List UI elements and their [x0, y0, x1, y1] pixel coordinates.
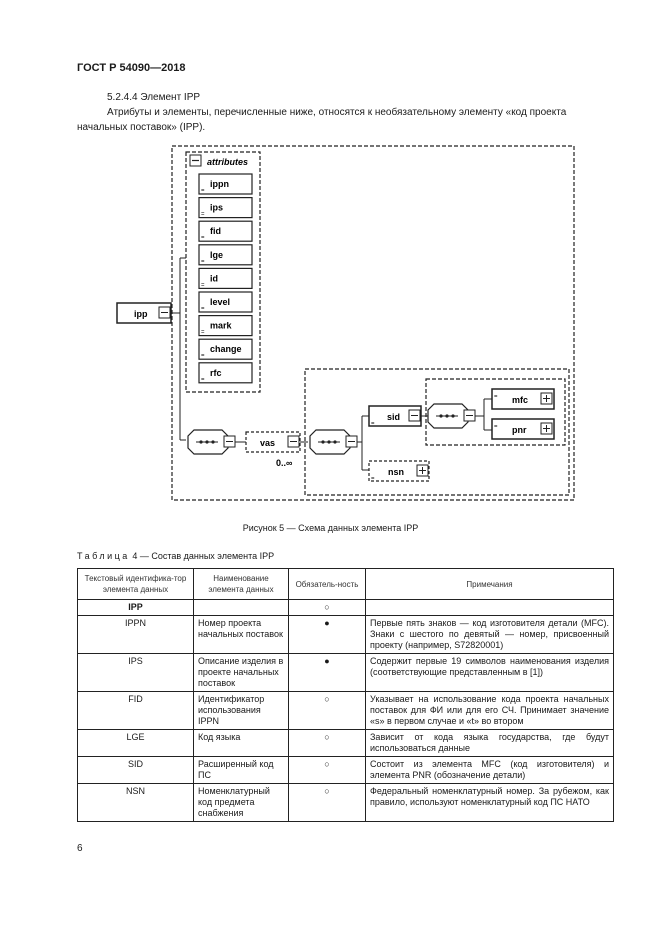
pnr-node — [491, 418, 555, 440]
cell-required: ● — [288, 615, 366, 654]
cell-name: Номенклатурный код предмета снабжения — [193, 783, 289, 822]
cell-id: IPS — [77, 653, 194, 692]
cell-note: Федеральный номенклатурный номер. За руб… — [365, 783, 614, 822]
cell-note: Первые пять знаков — код изготовителя де… — [365, 615, 614, 654]
attribute-label: level — [210, 297, 230, 307]
mfc-node — [491, 388, 555, 410]
section-title: 5.2.4.4 Элемент IPP — [107, 92, 201, 103]
cell-required: ● — [288, 653, 366, 692]
cell-required: ○ — [288, 691, 366, 730]
table-header-row: Текстовый идентифика-тор элемента данных… — [77, 568, 614, 600]
attribute-marker: = — [201, 259, 205, 265]
cell-name: Идентификатор использования IPPN — [193, 691, 289, 730]
cell-name — [193, 599, 289, 616]
diagram-frame — [171, 145, 575, 501]
cell-note: Указывает на использование кода проекта … — [365, 691, 614, 730]
nsn-node — [368, 460, 430, 482]
attribute-label: lge — [210, 250, 223, 260]
attribute-box — [198, 173, 253, 195]
attributes-label: attributes — [207, 157, 248, 167]
attribute-box — [198, 338, 253, 360]
cell-note — [365, 599, 614, 616]
figure-caption: Рисунок 5 — Схема данных элемента IPP — [242, 523, 419, 533]
attribute-marker: = — [201, 235, 205, 241]
header-notes: Примечания — [365, 568, 614, 600]
cell-name: Описание изделия в проекте начальных пос… — [193, 653, 289, 692]
attribute-list: = ippn = ips = fid = lge = id = level = mark = change = r… — [198, 173, 253, 384]
data-table: Текстовый идентифика-тор элемента данных… — [77, 568, 614, 822]
attribute-marker: = — [201, 306, 205, 312]
attribute-marker: = — [201, 212, 205, 218]
header-id: Текстовый идентифика-тор элемента данных — [77, 568, 194, 600]
svg-text:=: = — [494, 424, 498, 430]
attribute-marker: = — [201, 188, 205, 194]
attribute-marker: = — [201, 330, 205, 336]
cell-required: ○ — [288, 729, 366, 757]
svg-text:=: = — [371, 476, 375, 482]
attribute-label: rfc — [210, 368, 222, 378]
vas-content-frame — [304, 368, 570, 496]
header-name: Наименование элемента данных — [193, 568, 289, 600]
page-number: 6 — [77, 843, 83, 854]
attribute-label: id — [210, 273, 218, 283]
cell-name: Номер проекта начальных поставок — [193, 615, 289, 654]
attribute-box — [198, 362, 253, 384]
attribute-box — [198, 315, 253, 337]
cell-id: IPPN — [77, 615, 194, 654]
cell-id: LGE — [77, 729, 194, 757]
table-row: IPP ○ — [77, 599, 614, 616]
nsn-label: nsn — [388, 467, 404, 477]
cell-id: FID — [77, 691, 194, 730]
svg-text:=: = — [371, 421, 375, 427]
cell-required: ○ — [288, 599, 366, 616]
cell-id: IPP — [77, 599, 194, 616]
vas-node — [245, 431, 301, 453]
pnr-label: pnr — [512, 425, 527, 435]
schema-diagram: attributes = ippn = ips = fid = lge = id = level = ma… — [116, 145, 575, 501]
attribute-label: fid — [210, 226, 221, 236]
cell-name: Расширенный код ПС — [193, 756, 289, 784]
cell-note: Зависит от кода языка государства, где б… — [365, 729, 614, 757]
svg-text:=: = — [494, 394, 498, 400]
cell-name: Код языка — [193, 729, 289, 757]
attribute-marker: = — [201, 282, 205, 288]
attribute-label: ippn — [210, 179, 229, 189]
table-caption-text: 4 — Состав данных элемента IPP — [132, 551, 275, 561]
attribute-box — [198, 267, 253, 289]
attribute-marker: = — [201, 353, 205, 359]
attribute-box — [198, 220, 253, 242]
attribute-label: change — [210, 344, 242, 354]
attribute-box — [198, 197, 253, 219]
section-paragraph: Атрибуты и элементы, перечисленные ниже,… — [77, 107, 567, 133]
document-header: ГОСТ Р 54090—2018 — [77, 62, 186, 74]
ipp-label: ipp — [134, 309, 148, 319]
attribute-marker: = — [201, 377, 205, 383]
header-required: Обязатель-ность — [288, 568, 366, 600]
table-caption: Таблица 4 — Состав данных элемента IPP — [77, 551, 274, 561]
vas-label: vas — [260, 438, 275, 448]
attributes-group-frame — [185, 151, 261, 393]
attribute-box — [198, 244, 253, 266]
cell-required: ○ — [288, 756, 366, 784]
attribute-label: ips — [210, 203, 223, 213]
sid-label: sid — [387, 412, 400, 422]
cell-note: Состоит из элемента MFC (код изготовител… — [365, 756, 614, 784]
cell-note: Содержит первые 19 символов наименования… — [365, 653, 614, 692]
sid-content-frame — [425, 378, 566, 446]
attribute-box — [198, 291, 253, 313]
cell-id: NSN — [77, 783, 194, 822]
cell-id: SID — [77, 756, 194, 784]
cell-required: ○ — [288, 783, 366, 822]
vas-occurs: 0..∞ — [276, 458, 293, 468]
table-caption-prefix: Таблица — [77, 551, 130, 561]
mfc-label: mfc — [512, 395, 528, 405]
attribute-label: mark — [210, 321, 233, 331]
